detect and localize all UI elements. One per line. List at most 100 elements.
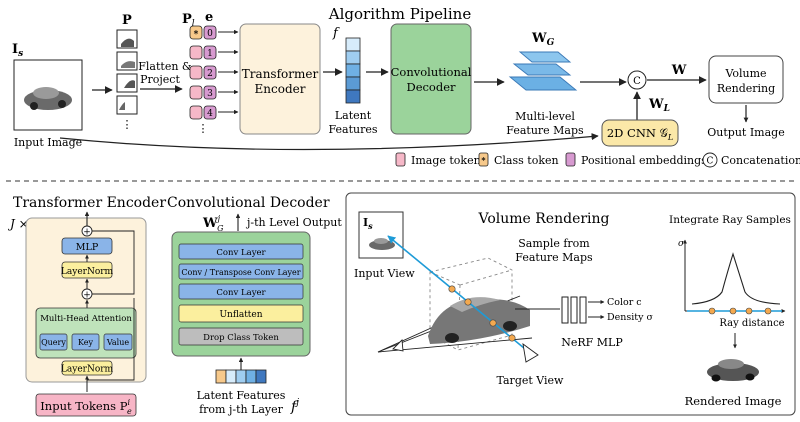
svg-text:4: 4 — [207, 109, 213, 119]
density-curve — [691, 252, 781, 305]
rendered-car-icon — [707, 359, 759, 382]
flatten-label-1: Flatten & — [138, 60, 192, 73]
nerf-mlp-label: NeRF MLP — [561, 336, 623, 349]
input-symbol: Is — [12, 42, 23, 59]
concat-symbol: C — [633, 76, 641, 87]
layernorm-bottom-label: LayerNorm — [61, 365, 114, 375]
token-arrows — [218, 29, 239, 115]
nerf-mlp-icon — [561, 296, 587, 324]
residual-add-bottom — [81, 288, 93, 300]
feature-maps-label-1: Multi-level — [515, 110, 575, 123]
decoder-layer-unflatten — [178, 304, 304, 323]
layernorm-top-label: LayerNorm — [61, 267, 114, 277]
encoder-detail-title: Transformer Encoder — [13, 195, 166, 211]
value-label: Value — [106, 338, 130, 347]
patches-symbol: P — [122, 13, 132, 28]
integrate-label: Integrate Ray Samples — [669, 214, 791, 226]
key-label: Key — [78, 338, 93, 347]
legend-concat: Concatenation — [721, 154, 800, 167]
output-image-label: Output Image — [707, 126, 784, 139]
svg-text:Drop Class Token: Drop Class Token — [203, 333, 279, 343]
pipeline-title: Algorithm Pipeline — [328, 5, 472, 23]
svg-text:3: 3 — [207, 89, 213, 99]
residual-path-top — [92, 230, 135, 295]
query-label: Query — [41, 338, 66, 347]
class-token: * — [189, 25, 203, 40]
latent-label-1: Latent — [335, 109, 372, 122]
legend-concat-swatch — [702, 152, 718, 168]
target-view-label: Target View — [497, 374, 565, 387]
input-view-symbol: Is — [363, 216, 373, 231]
pos-embed-2: 2 — [203, 65, 217, 80]
svg-text:*: * — [481, 155, 486, 165]
svg-text:Conv / Transpose Conv Layer: Conv / Transpose Conv Layer — [181, 268, 300, 277]
svg-text:2: 2 — [207, 69, 213, 79]
svg-text:Unflatten: Unflatten — [219, 310, 262, 320]
pos-embed-3: 3 — [203, 85, 217, 100]
image-token-1 — [189, 45, 203, 60]
decoder-latent-label-2: from j-th Layer — [199, 403, 284, 416]
svg-text:*: * — [194, 30, 199, 40]
legend-image-token-swatch — [395, 152, 406, 167]
pos-embed-4: 4 — [203, 105, 217, 120]
image-token-4 — [189, 105, 203, 120]
mlp-block — [61, 237, 113, 255]
layernorm-bottom — [61, 360, 113, 376]
conv-decoder-block — [390, 23, 472, 135]
ray-line — [387, 235, 531, 354]
pos-embed-0: 0 — [203, 25, 217, 40]
decoder-label-1: Convolutional — [391, 65, 472, 79]
input-tokens-block — [35, 393, 137, 417]
decoder-layer-drop-class — [178, 327, 304, 346]
sample-label-1: Sample from — [518, 237, 590, 250]
legend: Image token * Class token Positional emb… — [395, 152, 800, 168]
rendered-image-label: Rendered Image — [685, 394, 782, 408]
legend-class-token-swatch — [478, 152, 489, 167]
density-label: Density σ — [607, 312, 653, 323]
decoder-label-2: Decoder — [406, 80, 456, 94]
svg-text:+: + — [83, 291, 91, 301]
target-camera-icon — [522, 342, 539, 363]
patch-stack — [116, 29, 138, 115]
latent-feature-column — [345, 37, 361, 104]
arrow-input-to-cnn — [59, 132, 599, 151]
encoder-label-2: Encoder — [255, 82, 306, 96]
volume-rendering-block — [708, 55, 784, 104]
image-token-3 — [189, 85, 203, 100]
ray-distance-label: Ray distance — [719, 318, 784, 329]
wl-symbol: WL — [648, 97, 670, 114]
decoder-latent-row — [215, 369, 267, 384]
mlp-label: MLP — [76, 242, 99, 253]
decoder-layer-3 — [178, 283, 304, 300]
decoder-output-label: j-th Level Output — [245, 216, 342, 229]
svg-text:Conv Layer: Conv Layer — [216, 248, 266, 258]
encoder-repeat: J × — [7, 217, 29, 231]
decoder-detail-title: Convolutional Decoder — [167, 195, 330, 211]
svg-text:Conv Layer: Conv Layer — [216, 288, 266, 298]
input-view-label: Input View — [354, 267, 415, 280]
w-symbol: W — [671, 63, 687, 78]
decoder-latent-label-1: Latent Features — [197, 389, 286, 402]
value-block — [103, 333, 133, 351]
key-block — [71, 333, 100, 351]
flatten-label-2: Project — [140, 73, 180, 86]
transformer-encoder-block — [239, 23, 321, 135]
plot-sample-points — [708, 307, 772, 315]
legend-class-token: Class token — [494, 154, 559, 167]
mha-label: Multi-Head Attention — [40, 314, 132, 324]
layernorm-top — [61, 261, 113, 279]
decoder-f-symbol: fj — [290, 398, 299, 415]
color-label: Color c — [607, 297, 642, 308]
volume-render-title: Volume Rendering — [478, 211, 610, 227]
query-block — [39, 333, 68, 351]
legend-positional: Positional embeddings — [581, 154, 707, 167]
cnn-label: 2D CNN 𝒢L — [607, 126, 673, 142]
svg-text:1: 1 — [207, 49, 213, 59]
latent-label-2: Features — [328, 123, 377, 136]
pos-embed-1: 1 — [203, 45, 217, 60]
legend-positional-swatch — [565, 152, 576, 167]
sigma-axis-label: σ — [678, 239, 685, 249]
ray-sample-points — [448, 285, 516, 342]
